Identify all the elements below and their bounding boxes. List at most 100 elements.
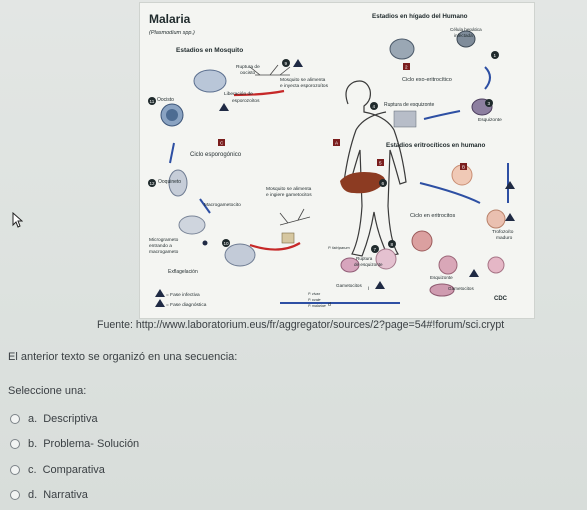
oocyst-inner [166, 109, 178, 121]
section-liver: Estadios en hígado del Humano [372, 13, 468, 20]
oocyst-rupture-cell [193, 69, 227, 93]
label-celula-hepatica: Célula hepática [450, 27, 482, 32]
rbc-schizont-2 [438, 255, 458, 275]
rbc-gametocyte-3 [340, 257, 360, 273]
label-macrogametocito: Macrogametocito [204, 202, 241, 208]
label-liberacion-2: esporozoítos [232, 98, 260, 104]
schizont-rupture-cluster [393, 110, 417, 128]
mosquito-ingesting [279, 208, 311, 226]
step-marker-8: 8 [391, 242, 394, 247]
label-ruptura-oocisto-2: oocisto [240, 70, 256, 76]
label-ooquineto: Ooquineto [158, 179, 181, 185]
phase-triangles [155, 59, 515, 307]
label-cdc: CDC [494, 296, 508, 302]
step-marker-9: 9 [285, 61, 288, 66]
mouse-cursor-icon [12, 212, 23, 228]
label-ruptura-esq-1: Ruptura [356, 256, 373, 261]
label-ruptura-esq-2: de esquizonte [354, 262, 383, 267]
label-oocisto: Oocisto [157, 97, 174, 103]
figure-caption: Fuente: http://www.laboratorium.eus/fr/a… [97, 319, 505, 331]
label-esquizonte-2: Esquizonte [430, 275, 453, 280]
label-mosquito-ingiere-1: Mosquito se alimenta [266, 186, 312, 192]
label-mosquito-alimenta-1: Mosquito se alimenta [280, 77, 326, 83]
label-microgameto-2: entrando a [149, 243, 172, 249]
ookinete-cell [168, 169, 188, 197]
label-exflagelacion: Exflagelación [168, 269, 198, 275]
step-marker-2: 2 [405, 65, 408, 70]
mosquito-injecting [249, 64, 291, 76]
step-markers: 1 2 3 4 5 6 7 8 9 10 11 [148, 51, 499, 253]
red-arrows [233, 89, 301, 251]
figure-subtitle: (Plasmodium spp.) [149, 30, 195, 36]
label-ruptura-oocisto-1: Ruptura de [236, 64, 260, 70]
label-trofozoito-2: maduro [496, 235, 513, 241]
macrogametocyte-cell [178, 215, 206, 235]
label-microgameto-3: macrogameto [149, 249, 179, 255]
rbc-trophozoite [486, 209, 506, 229]
label-trofozoito-1: Trofozoíto [492, 229, 514, 235]
label-mosquito-ingiere-2: e ingiere gametocitos [266, 192, 312, 198]
step-marker-11: 11 [150, 99, 155, 104]
cycle-arrows [169, 66, 509, 304]
label-gametocitos-2: Gametocitos [448, 286, 474, 291]
step-marker-7: 7 [374, 247, 377, 252]
liver-shape [340, 172, 385, 194]
label-infectada: infectada [454, 33, 473, 38]
label-liberacion-1: Liberación de [224, 91, 253, 97]
option-letter-b: b. [28, 438, 38, 451]
rbc-schizont [411, 230, 433, 252]
step-marker-c: C [220, 141, 224, 146]
option-label-a[interactable]: Descriptiva [43, 412, 98, 425]
step-marker-5: 5 [379, 161, 382, 166]
symbol-female: i [368, 286, 369, 292]
option-label-d[interactable]: Narrativa [43, 489, 88, 502]
legend-fase-infectiva: = Fase infectiva [166, 292, 200, 298]
label-ciclo-eritrocitos: Ciclo en eritrocitos [410, 213, 455, 219]
option-letter-c: c. [28, 463, 37, 476]
microgamete-dot [202, 240, 208, 246]
label-gametocitos: Gametocitos [336, 283, 362, 288]
malaria-diagram: Malaria (Plasmodium spp.) Estadios en Mo… [148, 12, 515, 308]
legend-fase-diagnostica: = Fase diagnóstica [166, 302, 207, 308]
label-ciclo-esporogonico: Ciclo esporogónico [190, 152, 242, 158]
answer-options: a. Descriptiva b. Problema- Solución c. … [10, 406, 139, 508]
rbc-gametocyte-2 [429, 283, 455, 297]
rbc-gametocyte [487, 256, 505, 274]
label-p-falciparum: P. falciparum [328, 246, 350, 250]
step-marker-1: 1 [494, 53, 497, 58]
symbol-male: d [328, 302, 331, 308]
malaria-life-cycle-figure: Malaria (Plasmodium spp.) Estadios en Mo… [139, 2, 535, 319]
select-one-prompt: Seleccione una: [8, 385, 87, 397]
section-mosquito: Estadios en Mosquito [176, 47, 243, 54]
infected-liver-cell [389, 38, 415, 60]
gametocyte-box [281, 232, 295, 244]
step-marker-b: B [462, 165, 465, 170]
option-c[interactable]: c. Comparativa [10, 457, 139, 483]
label-p-malariae: P. malariae [308, 304, 326, 308]
radio-button-b[interactable] [10, 439, 20, 450]
radio-button-c[interactable] [10, 464, 20, 475]
step-marker-6: 6 [382, 181, 385, 186]
step-marker-3: 3 [488, 101, 491, 106]
label-esquizonte: Esquizonte [478, 117, 502, 123]
rbc-ruptured [375, 248, 397, 270]
step-marker-a: A [335, 141, 339, 146]
option-label-b[interactable]: Problema- Solución [43, 438, 140, 451]
infected-liver-cell-2 [456, 30, 476, 48]
label-ciclo-exo: Ciclo exo-eritrocítico [402, 77, 452, 83]
option-a[interactable]: a. Descriptiva [10, 406, 139, 432]
radio-button-a[interactable] [10, 413, 20, 424]
label-mosquito-alimenta-2: e inyecta esporozoítos [280, 83, 329, 89]
option-b[interactable]: b. Problema- Solución [10, 432, 139, 458]
exflagellation-cell [224, 243, 256, 267]
label-p-vivax: P. vivax [308, 292, 320, 296]
option-label-c[interactable]: Comparativa [42, 463, 105, 476]
label-p-ovale: P. ovale [308, 298, 321, 302]
option-d[interactable]: d. Narrativa [10, 483, 139, 509]
question-text: El anterior texto se organizó en una sec… [8, 351, 238, 363]
option-letter-d: d. [28, 489, 38, 502]
radio-button-d[interactable] [10, 490, 20, 501]
option-letter-a: a. [28, 412, 38, 425]
step-marker-4: 4 [373, 104, 376, 109]
